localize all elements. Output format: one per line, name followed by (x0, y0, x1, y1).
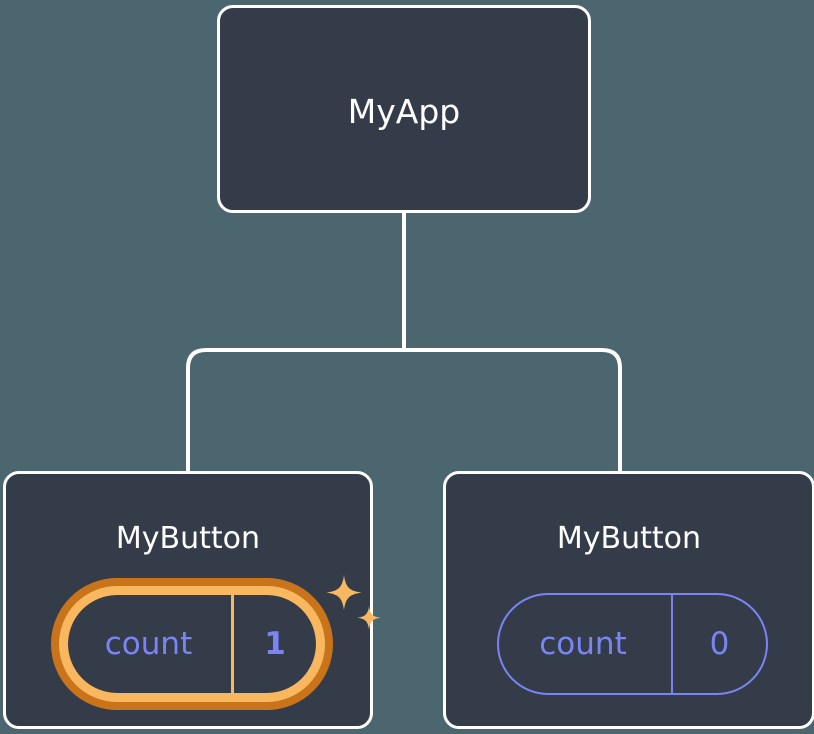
state-pill-highlighted-inner: count 1 (59, 586, 325, 702)
node-myapp-title: MyApp (347, 92, 461, 131)
state-pill-highlighted[interactable]: count 1 (51, 578, 333, 710)
state-value-label: 1 (264, 626, 286, 662)
node-myapp[interactable]: MyApp (217, 5, 591, 213)
state-key-label: count (499, 595, 673, 693)
sparkle-large-icon (326, 575, 362, 611)
connector-branch-bar (186, 348, 622, 472)
node-mybutton-left-title: MyButton (115, 521, 261, 556)
state-value-label: 0 (709, 626, 730, 662)
state-key-label: count (68, 595, 234, 693)
state-pill-plain[interactable]: count 0 (497, 593, 768, 695)
node-mybutton-right-title: MyButton (556, 521, 702, 556)
node-mybutton-right[interactable]: MyButton count 0 (443, 471, 814, 729)
node-mybutton-left[interactable]: MyButton count 1 (3, 471, 381, 729)
